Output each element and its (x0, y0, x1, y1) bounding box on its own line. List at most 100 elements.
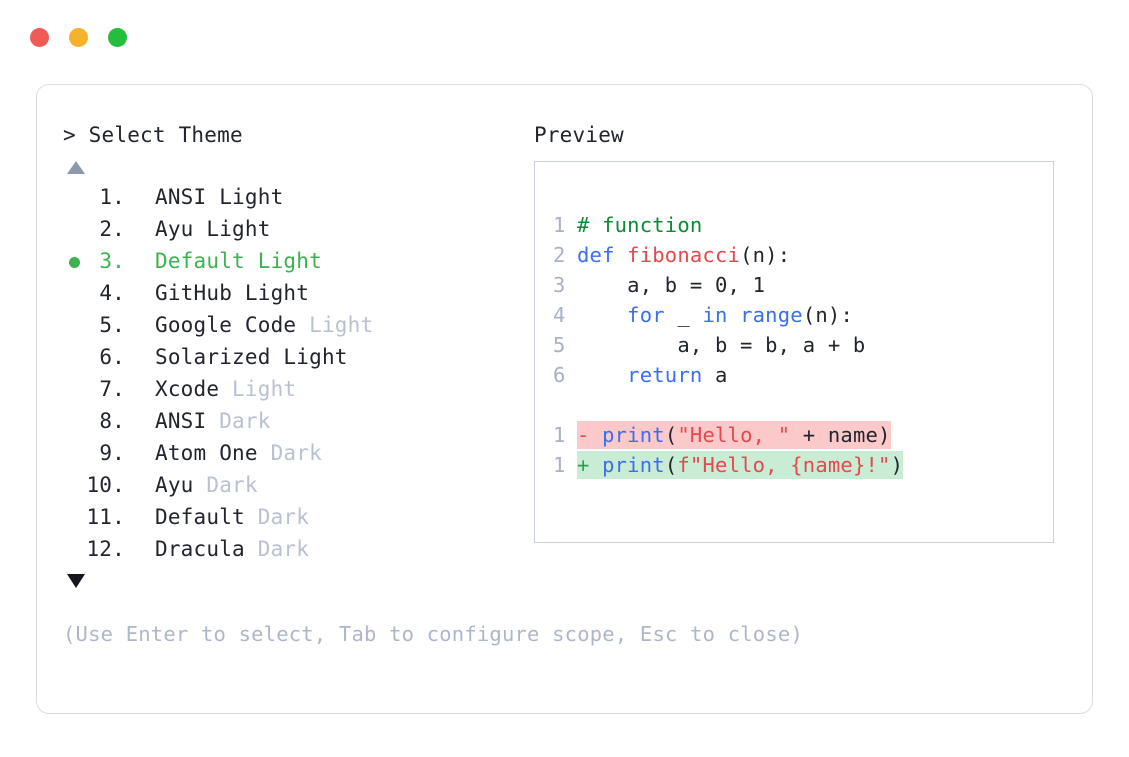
line-number: 5 (553, 333, 566, 357)
theme-item-variant: Light (296, 313, 374, 337)
code-token: ( (664, 453, 678, 477)
line-number: 2 (553, 243, 566, 267)
theme-list-item[interactable]: 3. Default Light (63, 245, 533, 277)
code-token: def (577, 243, 628, 267)
theme-item-name: ANSI Light (155, 185, 284, 209)
theme-item-name: Solarized Light (155, 345, 348, 369)
code-token: return (627, 363, 703, 387)
theme-item-number: 11. (86, 505, 125, 529)
line-number: 3 (553, 273, 566, 297)
code-token: # function (577, 213, 703, 237)
diff-line-body: - print("Hello, " + name) (577, 421, 891, 449)
scroll-up-arrow-icon[interactable] (67, 161, 85, 174)
theme-list-item[interactable]: 4. GitHub Light (63, 277, 533, 309)
theme-list-item[interactable]: 9. Atom One Dark (63, 437, 533, 469)
diff-line-add: 1 + print(f"Hello, {name}!") (553, 450, 904, 480)
theme-list-item[interactable]: 6. Solarized Light (63, 341, 533, 373)
code-token: (n): (740, 243, 791, 267)
theme-item-spacer (125, 213, 155, 245)
line-number: 1 (553, 423, 566, 447)
scroll-down-arrow-icon[interactable] (67, 574, 85, 588)
theme-item-name: Google Code (155, 313, 297, 337)
theme-item-variant: Dark (193, 473, 258, 497)
code-token: in (702, 303, 728, 327)
maximize-icon[interactable] (108, 28, 127, 47)
diff-line-body: + print(f"Hello, {name}!") (577, 451, 904, 479)
diff-sign: + (577, 453, 603, 477)
code-token: "Hello, " (677, 423, 791, 447)
code-token: + name) (790, 423, 891, 447)
theme-item-number: 6. (99, 345, 125, 369)
code-token: for (627, 303, 665, 327)
diff-line-del: 1 - print("Hello, " + name) (553, 420, 903, 450)
theme-item-name: Xcode (155, 377, 220, 401)
selection-bullet-icon (69, 257, 80, 268)
theme-list-item[interactable]: 2. Ayu Light (63, 213, 533, 245)
theme-item-spacer (125, 405, 155, 437)
theme-item-number: 12. (86, 537, 125, 561)
code-token: f"Hello, {name}!" (677, 453, 891, 477)
line-number: 1 (553, 453, 566, 477)
theme-item-number: 2. (99, 217, 125, 241)
code-token: a, b = b, a + b (577, 333, 866, 357)
theme-item-number: 3. (99, 249, 125, 273)
prompt-label: > Select Theme (63, 123, 243, 147)
code-token (577, 363, 627, 387)
code-token: ) (890, 453, 904, 477)
theme-list-item[interactable]: 7. Xcode Light (63, 373, 533, 405)
theme-list-item[interactable]: 12. Dracula Dark (63, 533, 533, 565)
column-headers: > Select Theme Preview (63, 123, 1072, 159)
theme-item-number: 9. (99, 441, 125, 465)
theme-item-number: 10. (86, 473, 125, 497)
theme-item-variant: Dark (206, 409, 271, 433)
theme-item-spacer (125, 181, 155, 213)
theme-item-spacer (125, 277, 155, 309)
theme-item-name: Ayu (155, 473, 194, 497)
theme-item-variant: Light (219, 377, 297, 401)
theme-list-item[interactable]: 11. Default Dark (63, 501, 533, 533)
theme-item-spacer (125, 341, 155, 373)
theme-item-number: 8. (99, 409, 125, 433)
code-token (728, 303, 741, 327)
close-icon[interactable] (30, 28, 49, 47)
minimize-icon[interactable] (69, 28, 88, 47)
theme-item-number: 1. (99, 185, 125, 209)
theme-list-item[interactable]: 8. ANSI Dark (63, 405, 533, 437)
code-line: 4 for _ in range(n): (553, 300, 903, 330)
line-number: 4 (553, 303, 566, 327)
code-line: 1 # function (553, 210, 903, 240)
theme-item-name: Default (155, 505, 245, 529)
theme-item-spacer (125, 437, 155, 469)
theme-item-name: Dracula (155, 537, 245, 561)
theme-item-name: ANSI (155, 409, 207, 433)
theme-item-spacer (125, 245, 155, 277)
theme-item-name: GitHub Light (155, 281, 310, 305)
preview-label: Preview (534, 123, 624, 147)
code-line: 3 a, b = 0, 1 (553, 270, 903, 300)
theme-item-spacer (125, 373, 155, 405)
code-token: _ (664, 303, 703, 327)
theme-list-item[interactable]: 5. Google Code Light (63, 309, 533, 341)
code-token: ( (664, 423, 678, 447)
theme-item-spacer (125, 533, 155, 565)
theme-item-number: 7. (99, 377, 125, 401)
code-token: print (602, 423, 665, 447)
line-number: 1 (553, 213, 566, 237)
theme-item-spacer (125, 501, 155, 533)
theme-list-item[interactable]: 10. Ayu Dark (63, 469, 533, 501)
theme-item-variant: Dark (244, 505, 310, 529)
theme-item-variant: Dark (244, 537, 310, 561)
theme-list-item[interactable]: 1. ANSI Light (63, 181, 533, 213)
theme-item-variant: Dark (257, 441, 322, 465)
theme-item-number: 5. (99, 313, 125, 337)
theme-item-number: 4. (99, 281, 125, 305)
code-token: range (740, 303, 803, 327)
